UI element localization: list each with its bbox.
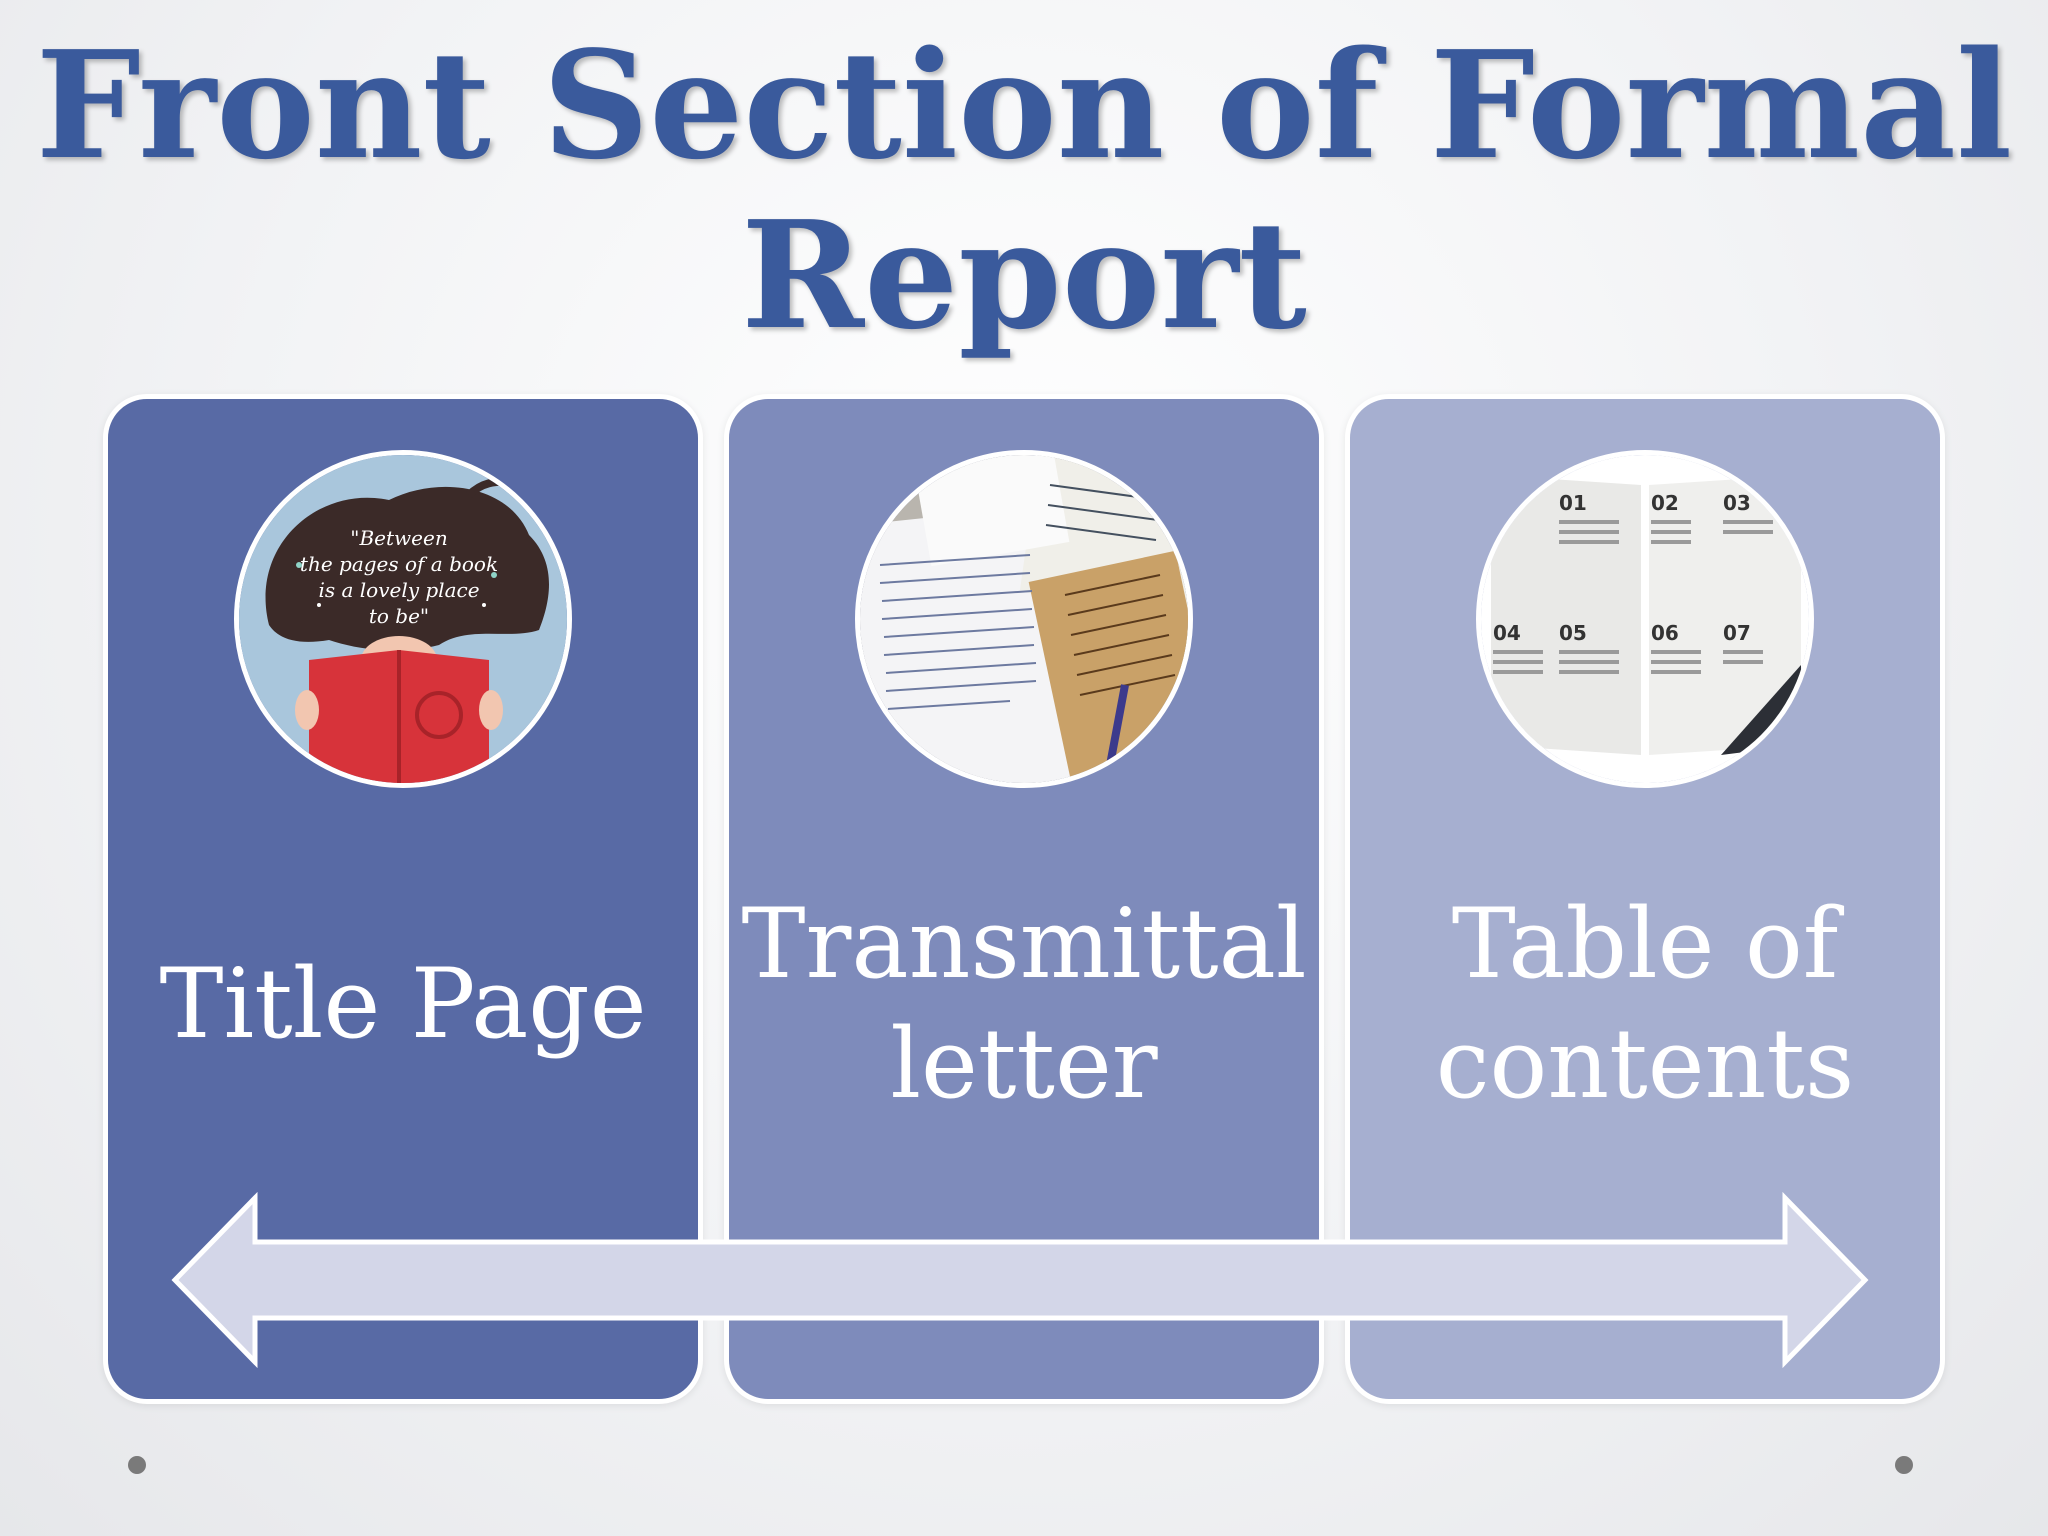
card-transmittal-letter: Transmittal letter	[724, 394, 1324, 1404]
book-reading-image: "Between the pages of a book is a lovely…	[234, 450, 572, 788]
page-number-03: 03	[1723, 491, 1751, 515]
corner-dot-left	[128, 1456, 146, 1474]
svg-text:to be": to be"	[369, 604, 429, 628]
page-number-01: 01	[1559, 491, 1587, 515]
page-number-07: 07	[1723, 621, 1751, 645]
card-label-line-1: Transmittal	[741, 888, 1307, 1000]
open-brochure-photo: 01 02 03 04 05 06 07	[1481, 455, 1809, 783]
slide-title-line-1: Front Section of Formal	[35, 18, 2013, 192]
slide-title-line-2: Report	[741, 188, 1307, 362]
card-label-line-2: contents	[1435, 1008, 1855, 1120]
card-label-line-1: Title Page	[159, 948, 647, 1060]
card-table-of-contents: 01 02 03 04 05 06 07 Table of contents	[1345, 394, 1945, 1404]
double-headed-arrow-icon	[171, 1191, 1869, 1369]
svg-text:is a lovely place: is a lovely place	[318, 578, 479, 602]
corner-dot-right	[1895, 1456, 1913, 1474]
handwritten-letters-photo	[860, 455, 1188, 783]
book-reading-illustration: "Between the pages of a book is a lovely…	[239, 455, 567, 783]
page-number-05: 05	[1559, 621, 1587, 645]
handwritten-letters-image	[855, 450, 1193, 788]
card-label-line-1: Table of	[1451, 888, 1839, 1000]
svg-text:"Between: "Between	[350, 526, 447, 550]
page-number-04: 04	[1493, 621, 1521, 645]
card-label-table-of-contents: Table of contents	[1350, 884, 1940, 1124]
open-brochure-image: 01 02 03 04 05 06 07	[1476, 450, 1814, 788]
card-label-transmittal-letter: Transmittal letter	[729, 884, 1319, 1124]
slide-title: Front Section of Formal Report	[0, 20, 2048, 360]
card-label-line-2: letter	[890, 1008, 1158, 1120]
page-number-06: 06	[1651, 621, 1679, 645]
page-number-02: 02	[1651, 491, 1679, 515]
svg-text:the pages of a book: the pages of a book	[300, 552, 498, 576]
card-label-title-page: Title Page	[108, 944, 698, 1064]
card-title-page: "Between the pages of a book is a lovely…	[103, 394, 703, 1404]
